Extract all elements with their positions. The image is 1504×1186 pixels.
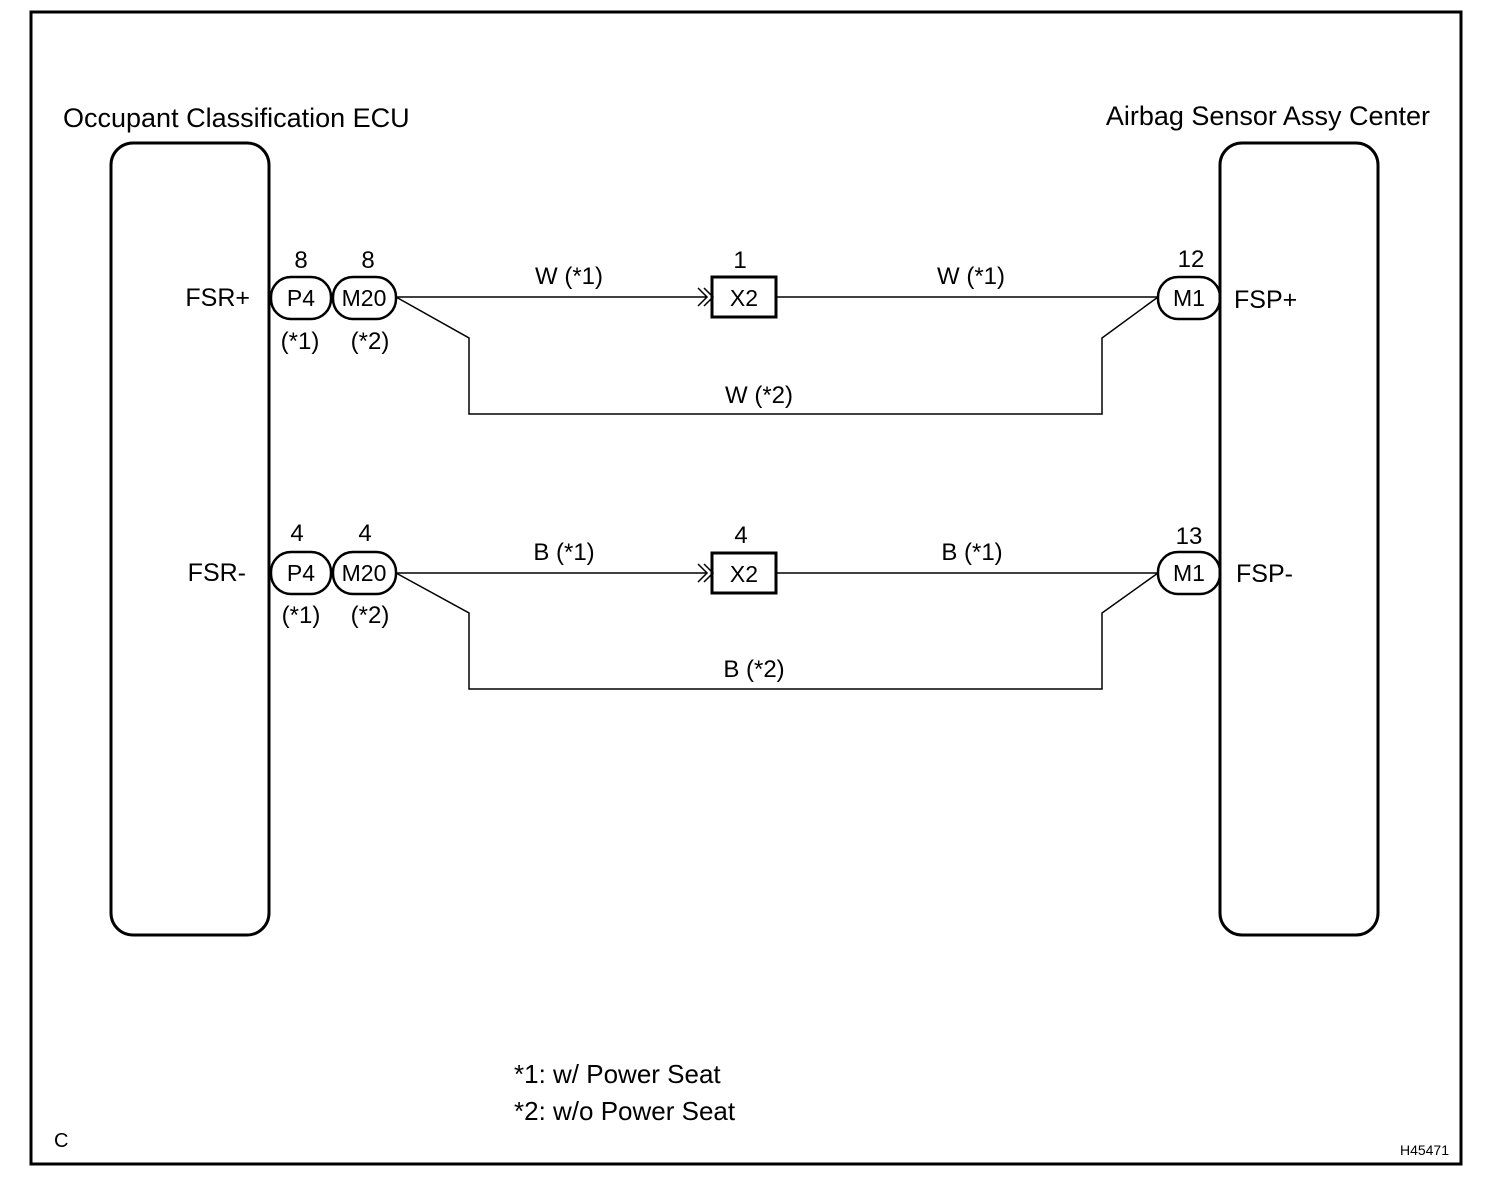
connector-m1-plus (1156, 275, 1222, 321)
note-2: *2: w/o Power Seat (514, 1096, 736, 1126)
junction-x2-plus-pin: 1 (733, 247, 746, 274)
wire-plus-bypass-label: W (*2) (725, 382, 793, 409)
connector-m20-plus-pin: 8 (361, 247, 374, 274)
connector-p4-plus-pin: 8 (294, 247, 307, 274)
ecu-right-title: Airbag Sensor Assy Center (1106, 101, 1430, 131)
connector-p4-minus-note: (*1) (282, 602, 321, 629)
figure-id: H45471 (1400, 1142, 1449, 1158)
wire-minus-bypass (395, 572, 1159, 690)
connector-m20-minus-pin: 4 (358, 520, 371, 547)
wire-minus-bypass-label: B (*2) (723, 656, 784, 683)
connector-m20-minus-label: M20 (342, 560, 387, 586)
ecu-left-box (109, 141, 271, 937)
junction-x2-minus-label: X2 (730, 561, 758, 587)
note-1: *1: w/ Power Seat (514, 1059, 721, 1089)
ecu-left-title: Occupant Classification ECU (63, 103, 410, 133)
connector-p4-plus-note: (*1) (281, 328, 320, 355)
connector-p4-minus-label: P4 (287, 560, 315, 586)
connector-m1-plus-label: M1 (1173, 285, 1205, 311)
terminal-fsr-plus: FSR+ (185, 284, 250, 312)
outer-frame (29, 10, 1463, 1166)
terminal-fsp-minus: FSP- (1236, 560, 1293, 588)
wire-plus-bypass (395, 296, 1159, 415)
connector-m1-plus-pin: 12 (1178, 246, 1205, 273)
connector-p4-minus-pin: 4 (290, 520, 303, 547)
connector-m1-minus (1156, 550, 1222, 596)
junction-x2-minus-pin: 4 (734, 522, 747, 549)
connector-m1-minus-pin: 13 (1176, 523, 1203, 550)
wire-plus-right-label: W (*1) (937, 263, 1005, 290)
circuit-plus: FSR+ P4 8 (*1) M20 8 (*2) W (*1) X2 1 W … (185, 246, 1297, 415)
connector-m20-plus (331, 275, 398, 321)
wire-minus-right-label: B (*1) (941, 539, 1002, 566)
connector-m20-plus-label: M20 (342, 285, 387, 311)
wire-minus-left-label: B (*1) (533, 539, 594, 566)
circuit-minus: FSR- P4 4 (*1) M20 4 (*2) B (*1) X2 4 B … (188, 520, 1293, 690)
corner-mark: C (54, 1130, 68, 1152)
terminal-fsr-minus: FSR- (188, 559, 246, 587)
terminal-fsp-plus: FSP+ (1234, 286, 1297, 314)
connector-p4-plus-label: P4 (287, 285, 315, 311)
wire-plus-left-label: W (*1) (535, 263, 603, 290)
connector-p4-minus (269, 550, 333, 596)
junction-x2-plus-label: X2 (730, 285, 758, 311)
connector-m20-minus-note: (*2) (351, 602, 390, 629)
connector-m1-minus-label: M1 (1173, 560, 1205, 586)
ecu-right-box (1218, 141, 1380, 937)
connector-p4-plus (269, 275, 333, 321)
connector-m20-plus-note: (*2) (351, 328, 390, 355)
